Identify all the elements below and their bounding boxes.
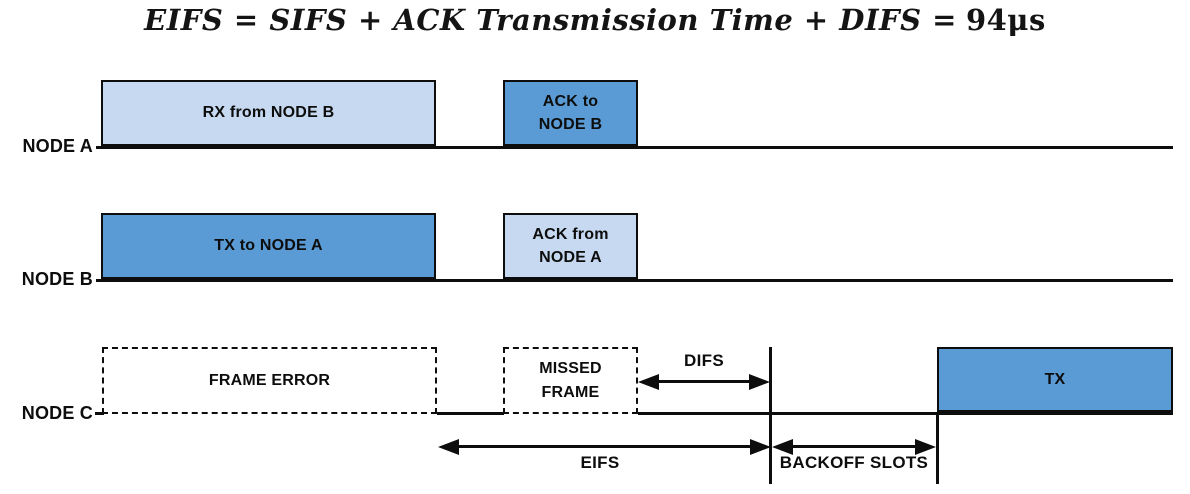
node-b-timeline (96, 279, 1173, 282)
eifs-arrow (438, 439, 771, 455)
title-formula-result: 94μs (965, 3, 1046, 37)
eifs-arrowhead-right (750, 439, 771, 455)
title-formula-italic: EIFS = SIFS + ACK Transmission Time + DI… (144, 3, 957, 37)
node-a-label: NODE A (22, 136, 93, 156)
difs-arrow (638, 374, 770, 390)
node-c-missed-frame-box: MISSED FRAME (503, 347, 638, 414)
difs-arrowhead-left (638, 374, 659, 390)
node-a-ack-frame-box: ACK to NODE B (503, 80, 638, 146)
tx-start-boundary-line (936, 412, 939, 484)
node-b-label: NODE B (21, 269, 93, 289)
backoff-slots-arrow (772, 439, 936, 455)
eifs-arrow-shaft (452, 445, 757, 448)
backoff-arrowhead-right (915, 439, 936, 455)
node-c-label: NODE C (21, 403, 93, 423)
difs-label: DIFS (684, 351, 724, 370)
node-b-tx-frame-box: TX to NODE A (101, 213, 436, 279)
difs-arrow-shaft (652, 380, 756, 383)
difs-arrowhead-right (749, 374, 770, 390)
node-b-ack-frame-box: ACK from NODE A (503, 213, 638, 279)
node-a-timeline (96, 146, 1173, 149)
backoff-slots-label: BACKOFF SLOTS (779, 453, 929, 472)
title-formula: EIFS = SIFS + ACK Transmission Time + DI… (0, 3, 1190, 37)
eifs-arrowhead-left (438, 439, 459, 455)
node-c-timeline-segment-start (95, 412, 104, 415)
node-c-frame-error-box: FRAME ERROR (102, 347, 437, 414)
node-a-rx-frame-box: RX from NODE B (101, 80, 436, 146)
node-c-timeline-segment-sifs (437, 412, 504, 415)
eifs-end-boundary-line (769, 347, 772, 484)
node-c-tx-frame-box: TX (937, 347, 1173, 412)
node-c-timeline-segment-right (638, 412, 1173, 415)
backoff-arrowhead-left (772, 439, 793, 455)
eifs-label: EIFS (580, 453, 620, 472)
backoff-arrow-shaft (786, 445, 922, 448)
